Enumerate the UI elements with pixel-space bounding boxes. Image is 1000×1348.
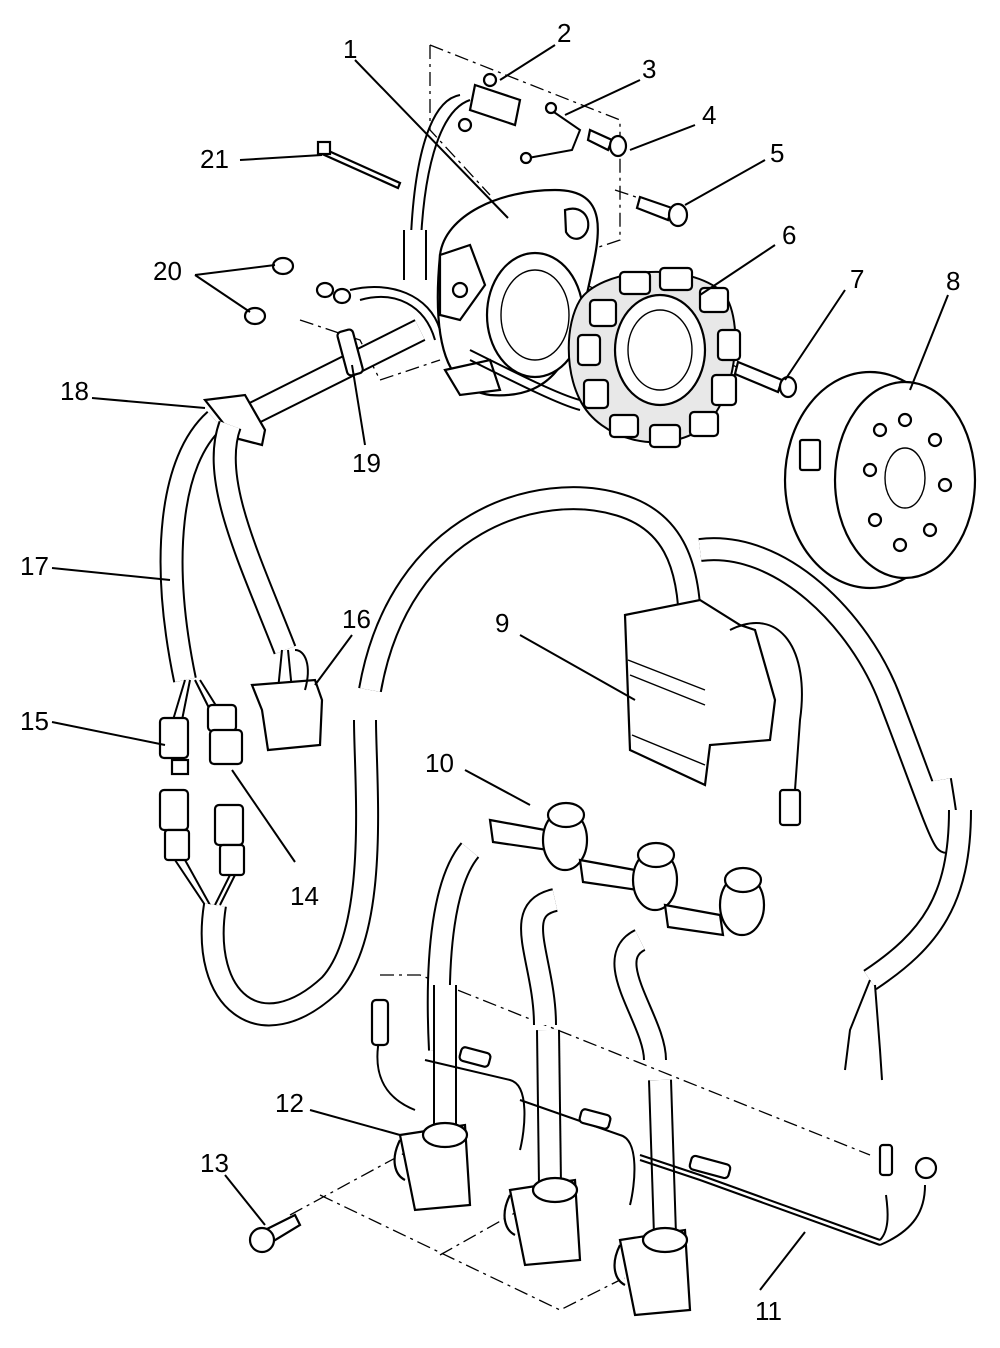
trigger-sensor [457, 72, 522, 133]
coil-harness [370, 998, 938, 1246]
callout-11: 11 [755, 1296, 782, 1326]
callout-18: 18 [60, 376, 89, 406]
callout-2: 2 [557, 18, 571, 48]
callout-6: 6 [782, 220, 796, 250]
stator-harness [234, 94, 581, 431]
callout-3: 3 [642, 54, 656, 84]
connector-14 [206, 703, 244, 766]
callout-16: 16 [342, 604, 371, 634]
long-harness-loop [200, 486, 972, 1081]
callout-9: 9 [495, 608, 509, 638]
ignition-coil-3 [613, 1226, 692, 1317]
coil-mounting-bolt [248, 1213, 302, 1254]
callout-12: 12 [275, 1088, 304, 1118]
callout-1: 1 [343, 34, 357, 64]
spark-plug-cap-3 [663, 866, 766, 937]
sensor-screw [586, 128, 628, 158]
ignition-coil-2 [503, 1176, 582, 1267]
spark-plug-cap-1 [488, 801, 589, 872]
mating-connectors [158, 788, 246, 906]
callout-17: 17 [20, 551, 49, 581]
callout-19: 19 [352, 448, 381, 478]
connector-16 [250, 649, 324, 752]
stator-plate [436, 188, 599, 397]
callout-leaders [51, 44, 949, 1291]
callout-8: 8 [946, 266, 960, 296]
connector-15 [158, 716, 190, 776]
main-harness [159, 411, 297, 731]
callout-labels: 1 2 3 4 5 6 7 8 9 10 11 12 13 14 15 16 1… [20, 18, 960, 1326]
stator-plate-screw [635, 195, 689, 228]
callout-10: 10 [425, 748, 454, 778]
spark-plug-cap-2 [578, 841, 679, 912]
stator-screw [733, 360, 798, 399]
callout-14: 14 [290, 881, 319, 911]
callout-7: 7 [850, 264, 864, 294]
wire-nuts [243, 256, 352, 326]
callout-21: 21 [200, 144, 229, 174]
ignition-coil-1 [393, 1121, 472, 1212]
callout-15: 15 [20, 706, 49, 736]
callout-20: 20 [153, 256, 182, 286]
flywheel [783, 370, 977, 590]
callout-5: 5 [770, 138, 784, 168]
callout-13: 13 [200, 1148, 229, 1178]
retaining-clip [519, 101, 582, 165]
callout-4: 4 [702, 100, 716, 130]
stator-coil [567, 266, 742, 449]
cable-tie [316, 140, 402, 190]
cdi-module [623, 598, 803, 827]
